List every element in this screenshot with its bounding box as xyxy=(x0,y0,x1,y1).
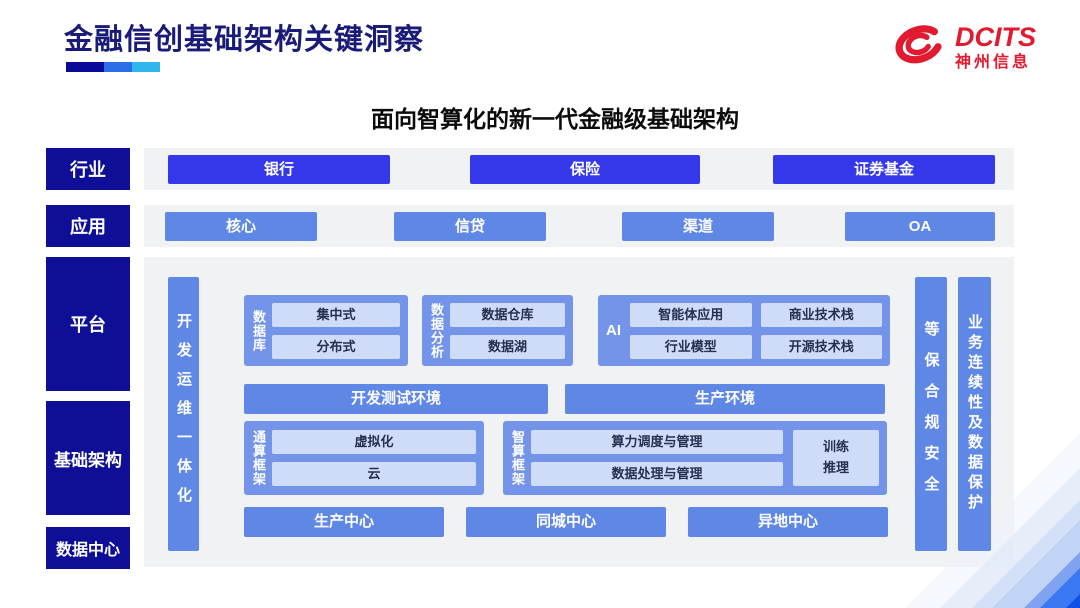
database-group-items: 集中式 分布式 xyxy=(272,302,400,359)
production-environment-bar: 生产环境 xyxy=(565,384,885,414)
general-computing-framework-label: 通算框架 xyxy=(251,430,266,486)
layer-label-industry: 行业 xyxy=(46,148,130,190)
accent-segment-light xyxy=(132,62,160,72)
production-center-bar: 生产中心 xyxy=(244,507,444,537)
accent-segment-blue xyxy=(104,62,132,72)
general-computing-framework-group: 通算框架 虚拟化 云 xyxy=(244,421,484,495)
intelligent-computing-framework-group: 智算框架 算力调度与管理 数据处理与管理 训练推理 xyxy=(503,421,887,495)
accent-segment-dark xyxy=(66,62,104,72)
block-credit: 信贷 xyxy=(394,212,546,241)
chip-data-warehouse: 数据仓库 xyxy=(450,302,565,327)
logo-brand: DCITS xyxy=(955,22,1036,52)
data-analytics-group-items: 数据仓库 数据湖 xyxy=(450,302,565,359)
block-insurance: 保险 xyxy=(470,155,700,184)
business-continuity-vertical-bar: 业务连续性及数据保护 xyxy=(958,277,991,551)
chip-agent-apps: 智能体应用 xyxy=(630,302,752,327)
dev-test-environment-bar: 开发测试环境 xyxy=(244,384,548,414)
database-group: 数据库 集中式 分布式 xyxy=(244,295,408,366)
layer-label-datacenter: 数据中心 xyxy=(46,527,130,569)
block-channel: 渠道 xyxy=(622,212,774,241)
page-title: 金融信创基础架构关键洞察 xyxy=(64,24,425,56)
dcits-swirl-icon xyxy=(890,20,948,75)
chip-cloud: 云 xyxy=(272,462,476,486)
title-accent-bar xyxy=(66,62,160,72)
general-computing-framework-items: 虚拟化 云 xyxy=(272,430,476,486)
logo-company: 神州信息 xyxy=(955,54,1032,71)
intelligent-computing-framework-items: 算力调度与管理 数据处理与管理 xyxy=(531,430,783,486)
compliance-security-vertical-bar: 等保合规安全 xyxy=(915,277,947,551)
logo-text: DCITS 神州信息 xyxy=(955,24,1036,71)
ai-group-items: 智能体应用 商业技术栈 行业模型 开源技术栈 xyxy=(630,302,882,359)
block-bank: 银行 xyxy=(168,155,390,184)
chip-opensource-stack: 开源技术栈 xyxy=(760,334,882,359)
chip-distributed: 分布式 xyxy=(272,334,400,359)
ai-group: AI 智能体应用 商业技术栈 行业模型 开源技术栈 xyxy=(598,295,890,366)
layer-label-infrastructure: 基础架构 xyxy=(46,401,130,515)
block-oa: OA xyxy=(845,212,995,241)
layer-label-application: 应用 xyxy=(46,205,130,247)
layer-label-platform: 平台 xyxy=(46,257,130,391)
devops-vertical-bar: 开发运维一体化 xyxy=(168,277,199,551)
data-analytics-group-label: 数据分析 xyxy=(429,302,444,359)
remote-center-bar: 异地中心 xyxy=(688,507,888,537)
chip-data-processing: 数据处理与管理 xyxy=(531,462,783,486)
chip-centralized: 集中式 xyxy=(272,302,400,327)
intelligent-computing-framework-label: 智算框架 xyxy=(510,430,525,486)
block-core: 核心 xyxy=(165,212,317,241)
database-group-label: 数据库 xyxy=(251,309,266,352)
data-analytics-group: 数据分析 数据仓库 数据湖 xyxy=(422,295,573,366)
chip-commercial-stack: 商业技术栈 xyxy=(760,302,882,327)
ai-group-label: AI xyxy=(606,322,621,339)
chip-data-lake: 数据湖 xyxy=(450,334,565,359)
chip-virtualization: 虚拟化 xyxy=(272,430,476,454)
chip-compute-scheduling: 算力调度与管理 xyxy=(531,430,783,454)
chip-training-inference: 训练推理 xyxy=(793,430,879,486)
block-securities-funds: 证券基金 xyxy=(773,155,995,184)
chip-industry-models: 行业模型 xyxy=(630,334,752,359)
same-city-center-bar: 同城中心 xyxy=(466,507,666,537)
diagram-title: 面向智算化的新一代金融级基础架构 xyxy=(371,106,739,132)
company-logo: DCITS 神州信息 xyxy=(890,20,1036,75)
